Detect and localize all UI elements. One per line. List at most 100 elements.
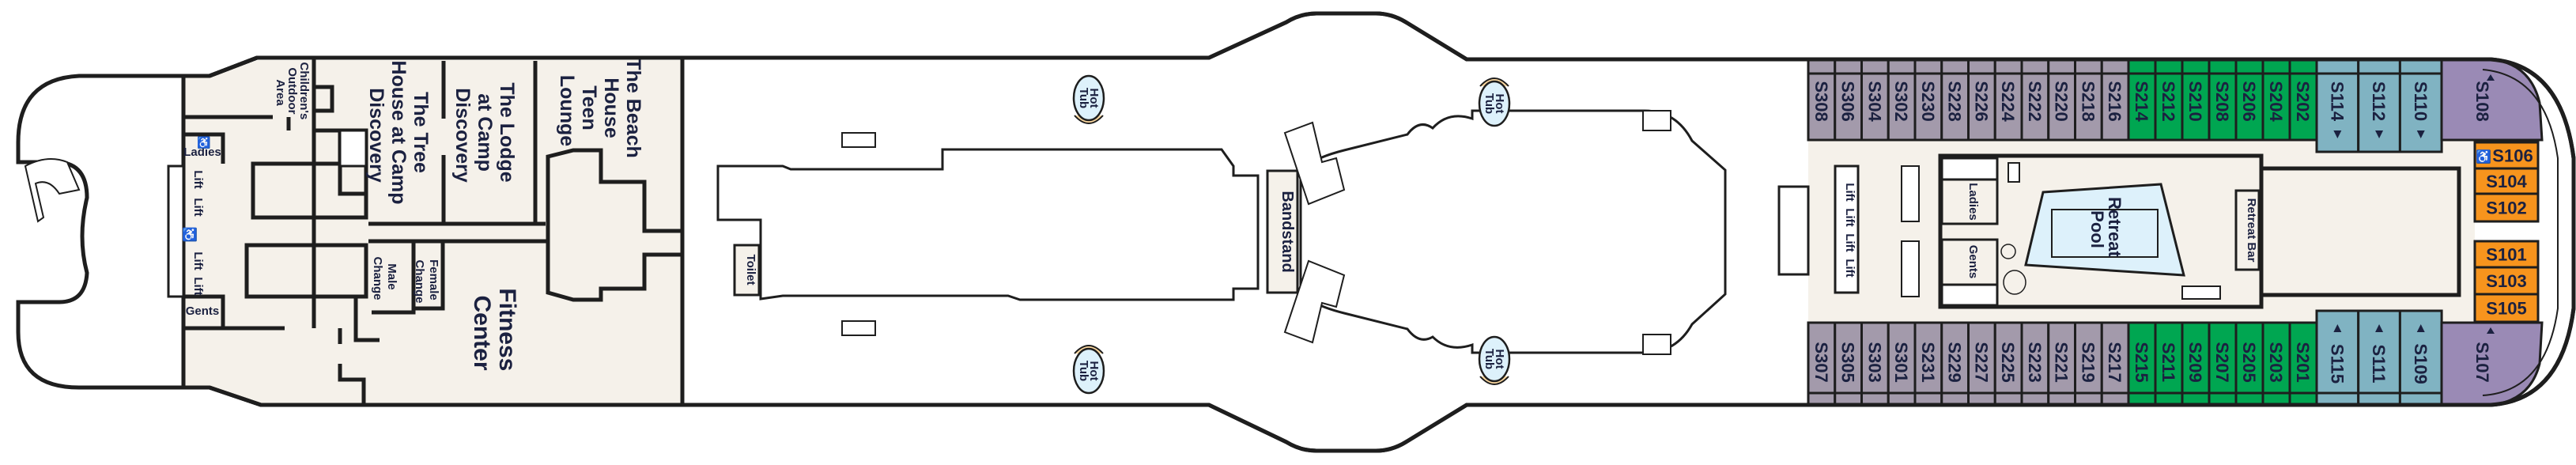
retreat-gents-label: Gents bbox=[1966, 245, 1980, 279]
hot-tub-icon bbox=[1072, 74, 1105, 122]
cabin-number: S206 bbox=[2239, 81, 2259, 121]
retreat-ladies-label: Ladies bbox=[1966, 183, 1980, 221]
cabin-s103[interactable]: S103 bbox=[2473, 266, 2540, 296]
cabin-s306[interactable]: S306 bbox=[1834, 58, 1863, 142]
hot-tub-label: HotTub bbox=[1483, 349, 1506, 369]
cabin-s207[interactable]: S207 bbox=[2208, 321, 2238, 406]
cabin-number: S102 bbox=[2486, 198, 2526, 218]
cabin-s111[interactable]: S111 bbox=[2357, 309, 2401, 406]
cabin-s218[interactable]: S218 bbox=[2074, 58, 2103, 142]
cabin-number: S308 bbox=[1811, 81, 1831, 121]
cabin-s224[interactable]: S224 bbox=[1993, 58, 2023, 142]
cabin-s227[interactable]: S227 bbox=[1967, 321, 1996, 406]
cabin-number: S207 bbox=[2212, 342, 2232, 382]
retreat-bar bbox=[2234, 189, 2261, 271]
cabin-s115[interactable]: S115 bbox=[2315, 309, 2360, 406]
cabin-s204[interactable]: S204 bbox=[2261, 58, 2291, 142]
cabin-number: S212 bbox=[2159, 81, 2178, 121]
cabin-number: S208 bbox=[2212, 81, 2232, 121]
cabin-number: S218 bbox=[2078, 81, 2098, 121]
deck-stairs bbox=[841, 132, 876, 336]
aft-walls bbox=[183, 59, 548, 405]
cabin-number: S217 bbox=[2105, 342, 2125, 382]
cabin-s214[interactable]: S214 bbox=[2127, 58, 2157, 142]
cabin-s222[interactable]: S222 bbox=[2020, 58, 2050, 142]
cabin-s107[interactable]: S107 bbox=[2440, 321, 2544, 406]
cabin-s114[interactable]: S114 bbox=[2315, 58, 2360, 153]
toilet-label: Toilet bbox=[744, 255, 757, 285]
tree-house-label: The Tree House at Camp Discovery bbox=[365, 61, 432, 210]
cabin-number: S108 bbox=[2472, 81, 2492, 121]
cabin-s104[interactable]: S104 bbox=[2473, 167, 2540, 195]
retreat-hot-tub-large bbox=[2003, 270, 2026, 295]
aft-service-room bbox=[251, 161, 368, 220]
cabin-s211[interactable]: S211 bbox=[2154, 321, 2184, 406]
cabin-s230[interactable]: S230 bbox=[1913, 58, 1943, 142]
retreat-stairs bbox=[1901, 165, 1920, 297]
cabin-s225[interactable]: S225 bbox=[1993, 321, 2023, 406]
cabin-number: S115 bbox=[2327, 344, 2347, 384]
cabin-s109[interactable]: S109 bbox=[2398, 309, 2443, 406]
cabin-number: S211 bbox=[2159, 342, 2178, 382]
cabin-number: S216 bbox=[2105, 81, 2125, 121]
cabin-s301[interactable]: S301 bbox=[1887, 321, 1917, 406]
cabin-s106[interactable]: S106♿ bbox=[2473, 141, 2540, 170]
cabin-number: S202 bbox=[2293, 81, 2313, 121]
cabin-s228[interactable]: S228 bbox=[1940, 58, 1970, 142]
retreat-hot-tub-small bbox=[2000, 244, 2016, 259]
cabin-number: S306 bbox=[1838, 81, 1858, 121]
cabin-s217[interactable]: S217 bbox=[2100, 321, 2130, 406]
cabin-number: S210 bbox=[2185, 81, 2205, 121]
cabin-s206[interactable]: S206 bbox=[2234, 58, 2264, 142]
cabin-s223[interactable]: S223 bbox=[2020, 321, 2050, 406]
cabin-number: S203 bbox=[2266, 342, 2286, 382]
cabin-s216[interactable]: S216 bbox=[2100, 58, 2130, 142]
cabin-s205[interactable]: S205 bbox=[2234, 321, 2264, 406]
cabin-number: S214 bbox=[2132, 81, 2151, 122]
cabin-number: S112 bbox=[2369, 81, 2389, 121]
retreat-pool bbox=[2024, 183, 2185, 277]
cabin-s226[interactable]: S226 bbox=[1967, 58, 1996, 142]
cabin-s203[interactable]: S203 bbox=[2261, 321, 2291, 406]
cabin-s308[interactable]: S308 bbox=[1807, 58, 1837, 142]
cabin-s302[interactable]: S302 bbox=[1887, 58, 1917, 142]
cabin-number: S101 bbox=[2486, 245, 2526, 265]
cabin-number: S209 bbox=[2185, 342, 2205, 382]
accessible-icon: ♿ bbox=[197, 136, 210, 149]
cabin-s305[interactable]: S305 bbox=[1834, 321, 1863, 406]
cabin-number: S220 bbox=[2052, 81, 2072, 121]
cabin-number: S215 bbox=[2132, 342, 2151, 382]
male-change-label: Male Change bbox=[371, 256, 398, 300]
cabin-s201[interactable]: S201 bbox=[2288, 321, 2318, 406]
cabin-s112[interactable]: S112 bbox=[2357, 58, 2401, 153]
cabin-s215[interactable]: S215 bbox=[2127, 321, 2157, 406]
cabin-s304[interactable]: S304 bbox=[1860, 58, 1890, 142]
cabin-number: S109 bbox=[2411, 343, 2431, 384]
lift-label: Lift bbox=[191, 277, 205, 295]
cabin-s229[interactable]: S229 bbox=[1940, 321, 1970, 406]
hot-tub: HotTub bbox=[1478, 335, 1511, 385]
cabin-s219[interactable]: S219 bbox=[2074, 321, 2103, 406]
cabin-s105[interactable]: S105 bbox=[2473, 293, 2540, 323]
cabin-s209[interactable]: S209 bbox=[2181, 321, 2211, 406]
retreat-lifts: Lift Lift Lift Lift bbox=[1843, 183, 1856, 277]
hot-tub-label: HotTub bbox=[1077, 88, 1101, 108]
cabin-s202[interactable]: S202 bbox=[2288, 58, 2318, 142]
aft-interior bbox=[185, 60, 682, 403]
cabin-s110[interactable]: S110 bbox=[2398, 58, 2443, 153]
cabin-s303[interactable]: S303 bbox=[1860, 321, 1890, 406]
cabin-s101[interactable]: S101 bbox=[2473, 240, 2540, 269]
cabin-s212[interactable]: S212 bbox=[2154, 58, 2184, 142]
cabin-s210[interactable]: S210 bbox=[2181, 58, 2211, 142]
hot-tub-icon bbox=[1072, 347, 1105, 395]
hot-tub: HotTub bbox=[1072, 345, 1105, 395]
cabin-s220[interactable]: S220 bbox=[2047, 58, 2076, 142]
cabin-s102[interactable]: S102 bbox=[2473, 192, 2540, 223]
retreat-storage bbox=[1940, 283, 1999, 307]
aft-service-room bbox=[244, 243, 368, 299]
cabin-s231[interactable]: S231 bbox=[1913, 321, 1943, 406]
cabin-s221[interactable]: S221 bbox=[2047, 321, 2076, 406]
cabin-s307[interactable]: S307 bbox=[1807, 321, 1837, 406]
retreat-pool-label: Retreat Pool bbox=[2087, 197, 2125, 262]
cabin-s208[interactable]: S208 bbox=[2208, 58, 2238, 142]
